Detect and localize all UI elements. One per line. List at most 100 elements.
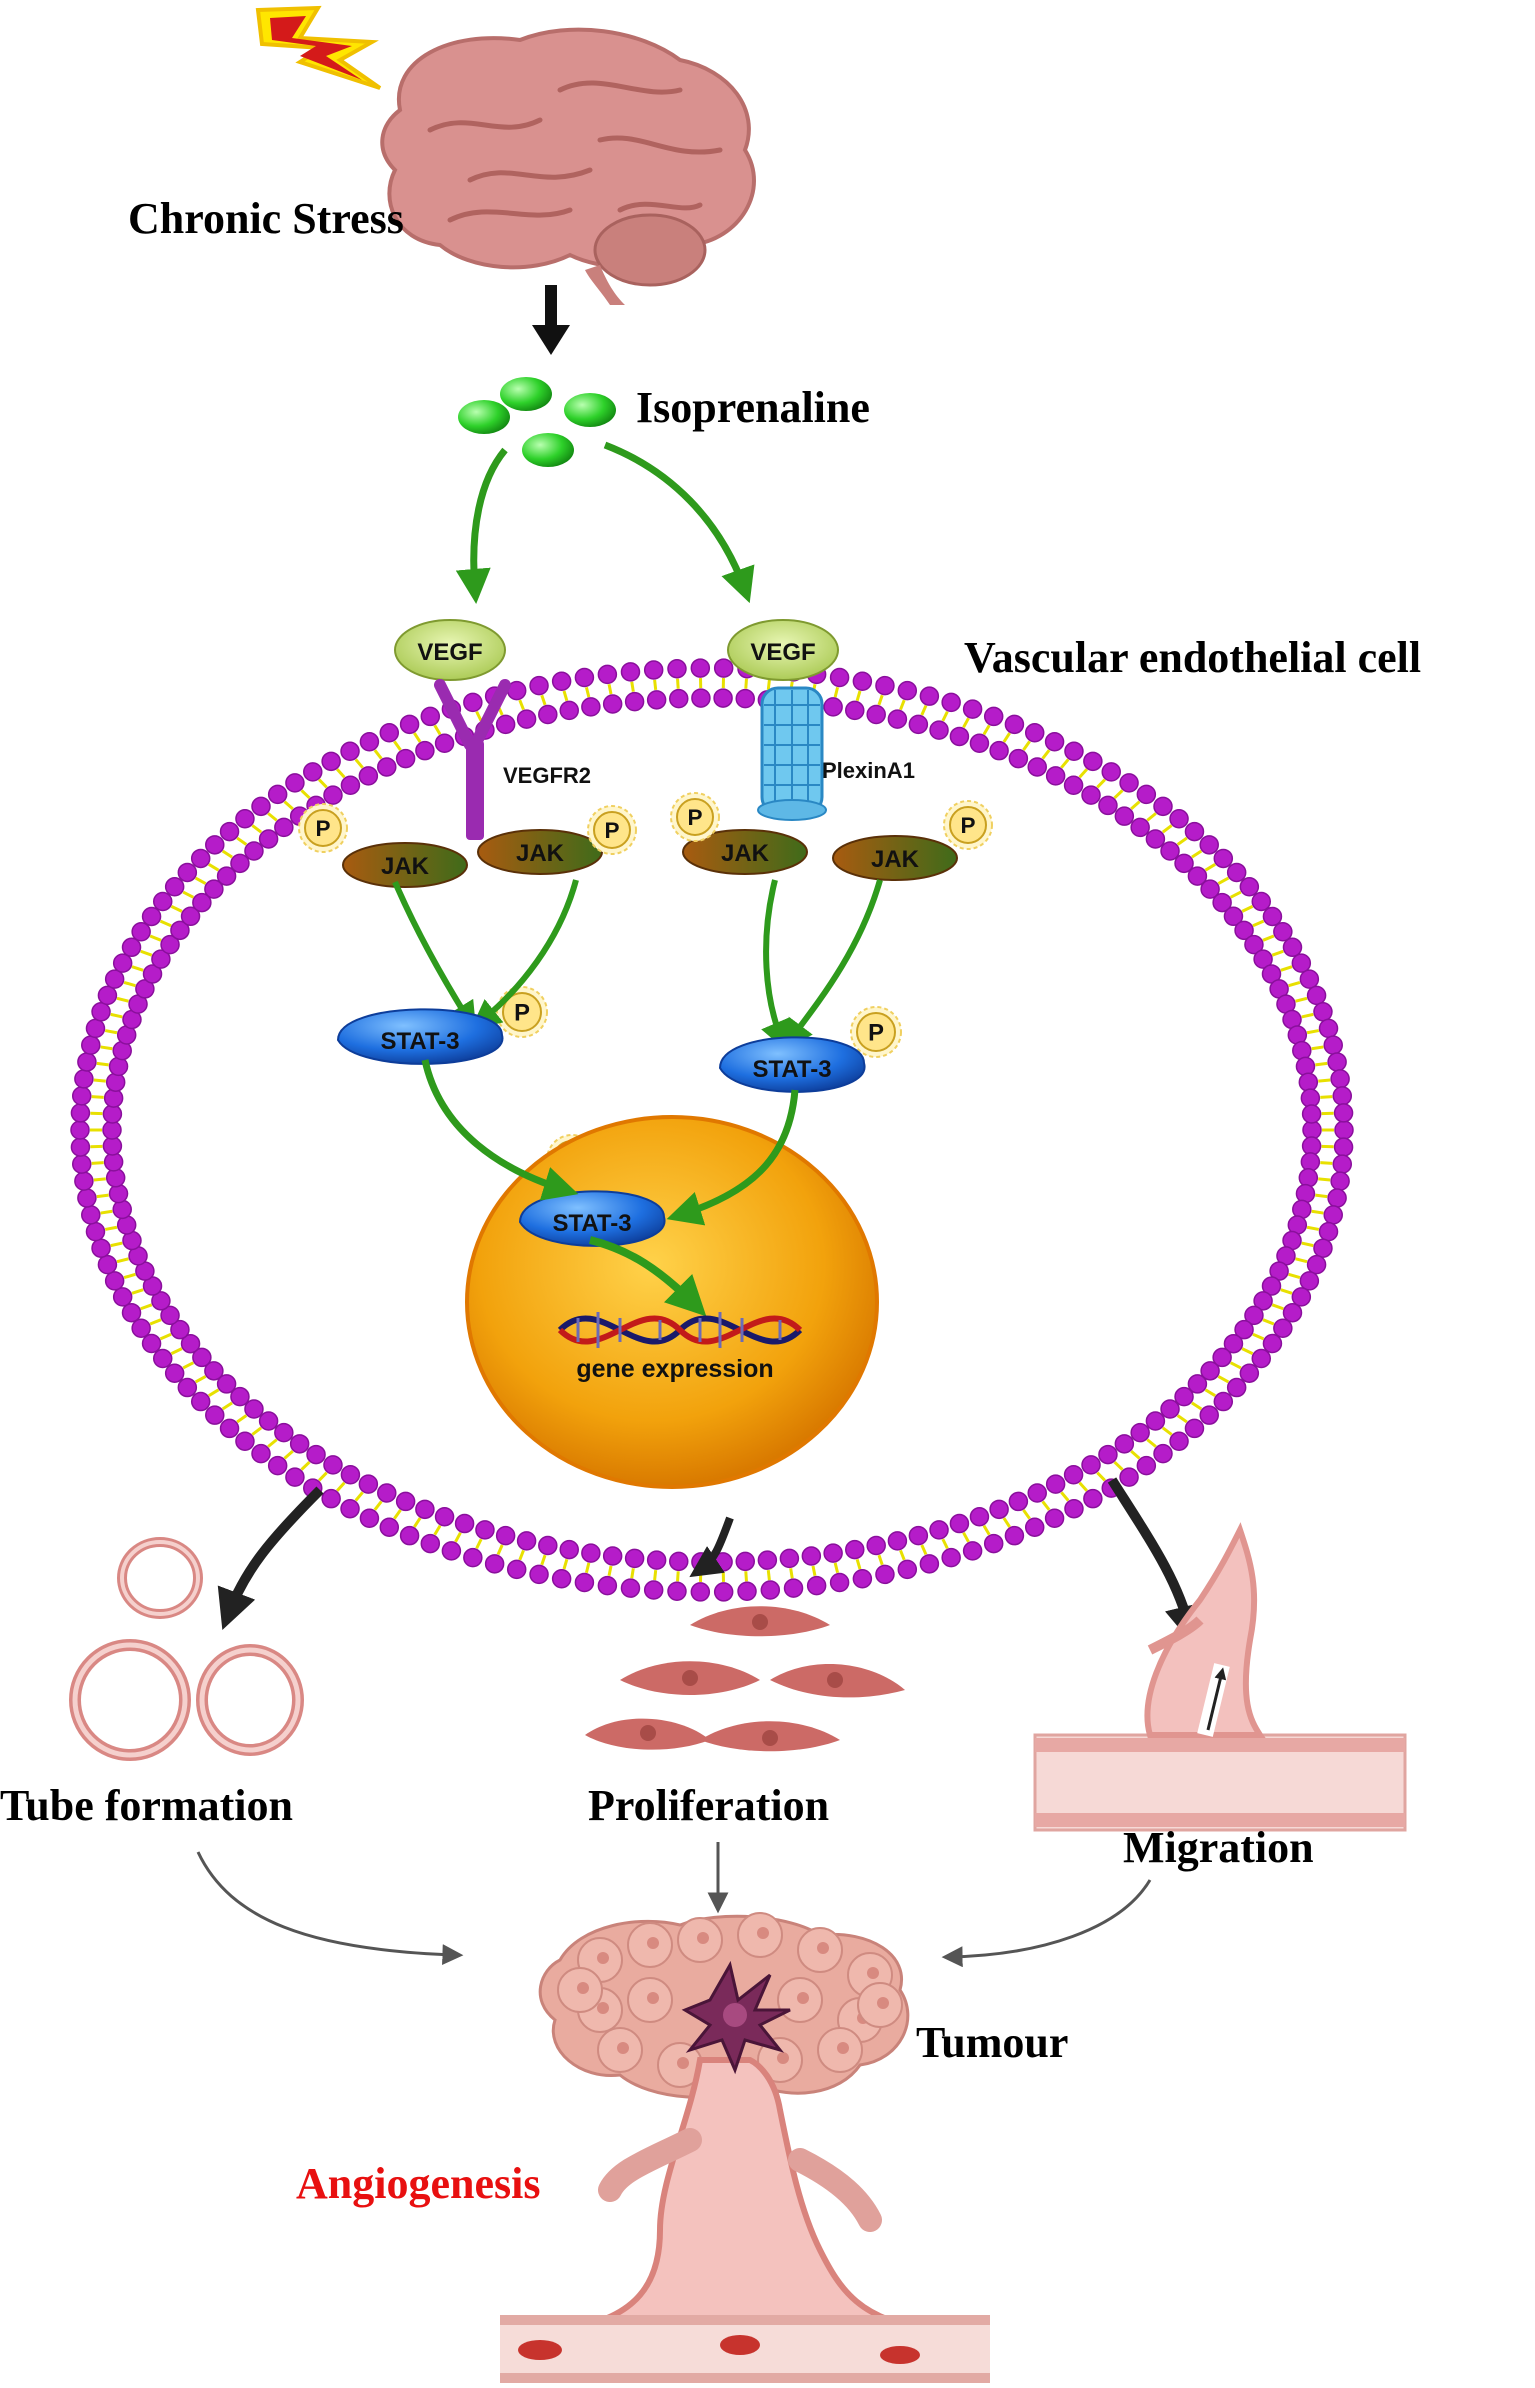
- membrane-lipid: [553, 672, 571, 690]
- membrane-lipid: [1308, 1256, 1326, 1274]
- membrane-lipid: [359, 767, 377, 785]
- membrane-lipid: [692, 689, 710, 707]
- membrane-lipid: [1320, 1019, 1338, 1037]
- membrane-lipid: [1314, 1003, 1332, 1021]
- membrane-lipid: [808, 1577, 826, 1595]
- membrane-lipid: [575, 1573, 593, 1591]
- membrane-lipid: [275, 1424, 293, 1442]
- vascular-endothelial-cell-label: Vascular endothelial cell: [964, 633, 1421, 682]
- vegf-left-label: VEGF: [417, 639, 482, 666]
- membrane-lipid: [1299, 1073, 1317, 1091]
- phosphate-badge: P: [851, 1007, 901, 1057]
- proliferation-cells-icon: [585, 1606, 905, 1751]
- membrane-lipid: [192, 1393, 210, 1411]
- membrane-lipid: [86, 1019, 104, 1037]
- membrane-lipid: [114, 954, 132, 972]
- membrane-lipid: [1170, 810, 1188, 828]
- membrane-lipid: [107, 1169, 125, 1187]
- membrane-lipid: [736, 690, 754, 708]
- membrane-lipid: [1214, 1393, 1232, 1411]
- membrane-lipid: [71, 1121, 89, 1139]
- membrane-lipid: [888, 1532, 906, 1550]
- membrane-lipid: [269, 785, 287, 803]
- vegf-left: VEGF: [395, 620, 505, 680]
- plexina1-label: PlexinA1: [822, 758, 915, 783]
- isoprenaline-molecules: [458, 377, 616, 467]
- membrane-lipid: [252, 797, 270, 815]
- membrane-lipid: [360, 1509, 378, 1527]
- membrane-lipid: [1292, 954, 1310, 972]
- tube-formation-label: Tube formation: [0, 1781, 293, 1830]
- membrane-lipid: [1065, 1466, 1083, 1484]
- angiogenesis-label: Angiogenesis: [296, 2159, 540, 2208]
- membrane-lipid: [626, 693, 644, 711]
- membrane-lipid: [206, 1406, 224, 1424]
- membrane-lipid: [359, 1475, 377, 1493]
- membrane-lipid: [964, 1542, 982, 1560]
- membrane-lipid: [178, 863, 196, 881]
- membrane-lipid: [1252, 1350, 1270, 1368]
- phosphate-label: P: [960, 813, 975, 838]
- tumour-cell-nucleus: [697, 1932, 709, 1944]
- membrane-lipid: [456, 1515, 474, 1533]
- membrane-lipid: [670, 690, 688, 708]
- membrane-lipid: [78, 1053, 96, 1071]
- membrane-lipid: [1082, 786, 1100, 804]
- membrane-lipid: [1300, 970, 1318, 988]
- membrane-lipid: [990, 742, 1008, 760]
- membrane-lipid: [221, 1419, 239, 1437]
- membrane-lipid: [106, 970, 124, 988]
- membrane-lipid: [324, 1456, 342, 1474]
- membrane-lipid: [1328, 1189, 1346, 1207]
- membrane-lipid: [715, 659, 733, 677]
- membrane-lipid: [123, 1304, 141, 1322]
- vegfr2-label: VEGFR2: [503, 763, 591, 788]
- membrane-lipid: [853, 1570, 871, 1588]
- membrane-lipid: [985, 1535, 1003, 1553]
- membrane-lipid: [114, 1288, 132, 1306]
- membrane-lipid: [192, 849, 210, 867]
- membrane-lipid: [714, 689, 732, 707]
- membrane-lipid: [497, 715, 515, 733]
- membrane-lipid: [867, 705, 885, 723]
- membrane-lipid: [715, 1583, 733, 1601]
- tumour-cell-nucleus: [677, 2057, 689, 2069]
- tumour-cell-nucleus: [837, 2042, 849, 2054]
- membrane-lipid: [1185, 823, 1203, 841]
- membrane-lipid: [920, 1555, 938, 1573]
- membrane-lipid: [1296, 1185, 1314, 1203]
- membrane-lipid: [1046, 733, 1064, 751]
- membrane-lipid: [75, 1172, 93, 1190]
- membrane-lipid: [110, 1057, 128, 1075]
- membrane-lipid: [1026, 1518, 1044, 1536]
- membrane-lipid: [1283, 1304, 1301, 1322]
- membrane-lipid: [260, 830, 278, 848]
- membrane-lipid: [132, 1319, 150, 1337]
- phosphate-badge: P: [588, 806, 636, 854]
- membrane-lipid: [245, 1400, 263, 1418]
- membrane-lipid: [604, 695, 622, 713]
- membrane-lipid: [831, 1573, 849, 1591]
- down-arrow-icon: [532, 285, 570, 355]
- membrane-lipid: [1324, 1036, 1342, 1054]
- membrane-lipid: [378, 758, 396, 776]
- tumour-cell-nucleus: [777, 2052, 789, 2064]
- brain-icon: [382, 30, 754, 305]
- arrow-iso-to-vegf-left: [474, 450, 505, 590]
- membrane-lipid: [539, 705, 557, 723]
- phosphate-label: P: [868, 1020, 884, 1047]
- membrane-lipid: [1252, 892, 1270, 910]
- membrane-lipid: [1154, 1445, 1172, 1463]
- membrane-lipid: [626, 1549, 644, 1567]
- membrane-lipid: [132, 923, 150, 941]
- membrane-lipid: [416, 742, 434, 760]
- membrane-lipid: [86, 1223, 104, 1241]
- membrane-lipid: [1185, 1419, 1203, 1437]
- membrane-lipid: [1009, 1492, 1027, 1510]
- membrane-lipid: [341, 1500, 359, 1518]
- membrane-lipid: [92, 1239, 110, 1257]
- membrane-lipid: [245, 842, 263, 860]
- tumour-cell-nucleus: [597, 1952, 609, 1964]
- membrane-lipid: [530, 677, 548, 695]
